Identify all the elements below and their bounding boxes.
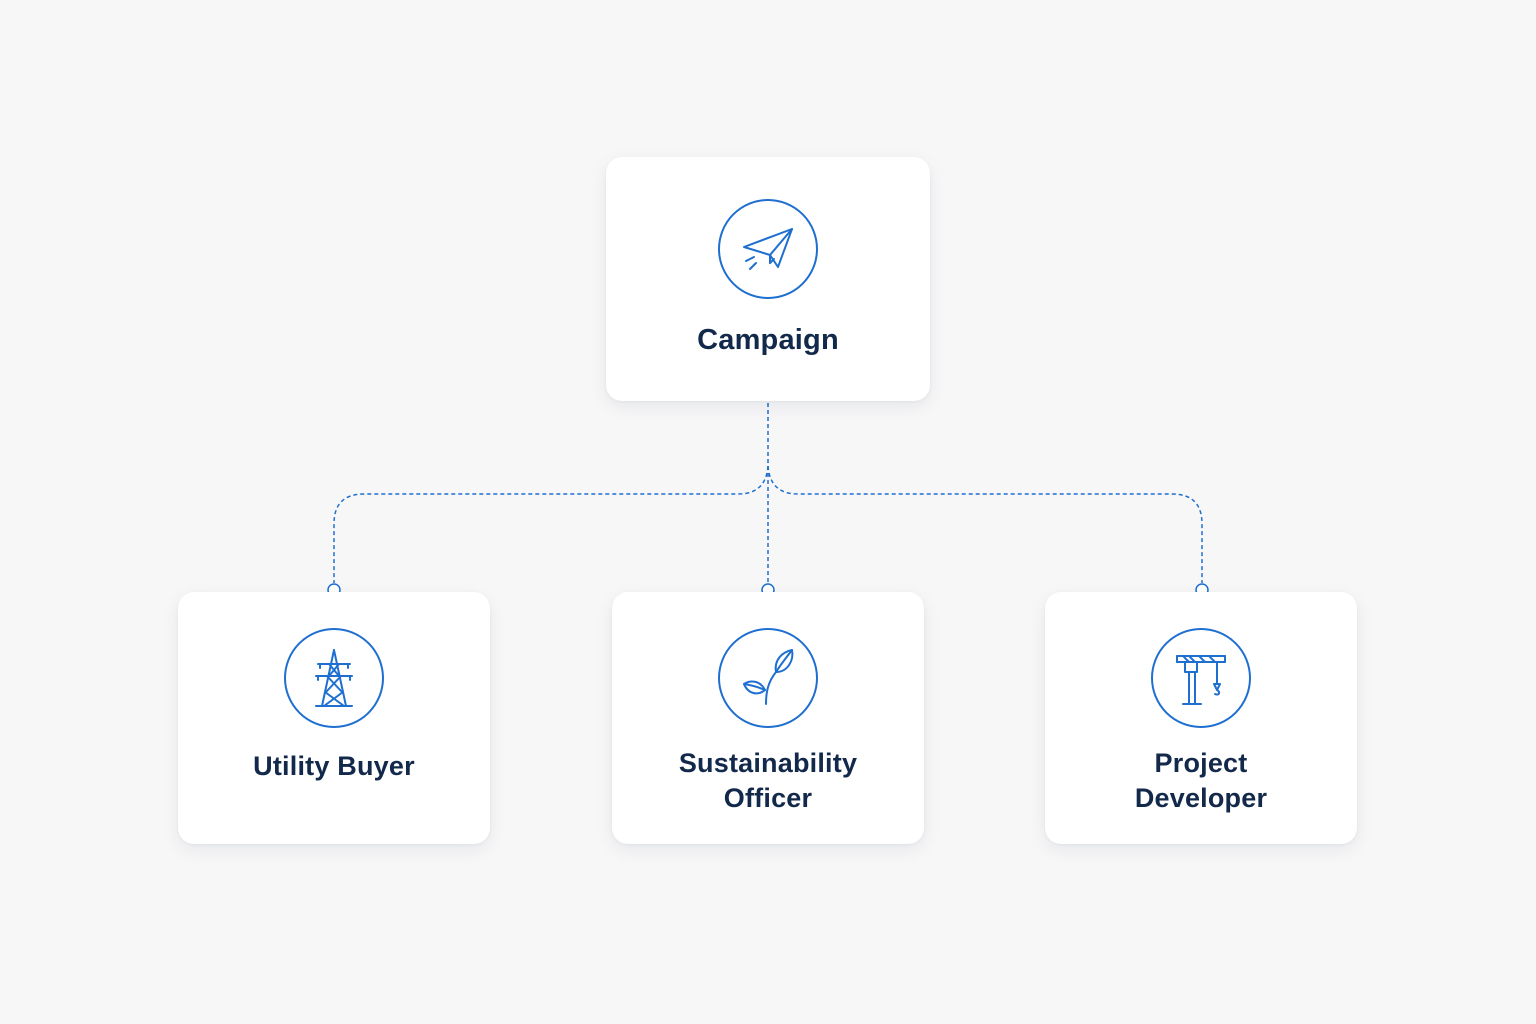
connector-left-branch bbox=[333, 465, 769, 583]
utility-buyer-label-line-1: Utility Buyer bbox=[253, 751, 415, 781]
sustainability-officer-label-line-1: Sustainability bbox=[678, 748, 858, 778]
leaf-sprout-icon bbox=[718, 628, 818, 728]
utility-buyer-label: Utility Buyer bbox=[178, 749, 490, 784]
project-developer-label-line-1: Project bbox=[1154, 748, 1248, 778]
campaign-label: Campaign bbox=[697, 324, 839, 356]
project-developer-label-line-2: Developer bbox=[1134, 783, 1268, 813]
sustainability-officer-label-line-2: Officer bbox=[723, 783, 813, 813]
utility-buyer-card[interactable]: Utility Buyer bbox=[178, 592, 490, 844]
connector-right-branch bbox=[767, 465, 1203, 583]
transmission-tower-icon bbox=[284, 628, 384, 728]
project-developer-label: Project Developer bbox=[1045, 746, 1357, 816]
campaign-card[interactable]: Campaign bbox=[606, 157, 930, 401]
paper-plane-icon bbox=[718, 199, 818, 299]
construction-crane-icon bbox=[1151, 628, 1251, 728]
sustainability-officer-card[interactable]: Sustainability Officer bbox=[612, 592, 924, 844]
sustainability-officer-label: Sustainability Officer bbox=[612, 746, 924, 816]
project-developer-card[interactable]: Project Developer bbox=[1045, 592, 1357, 844]
